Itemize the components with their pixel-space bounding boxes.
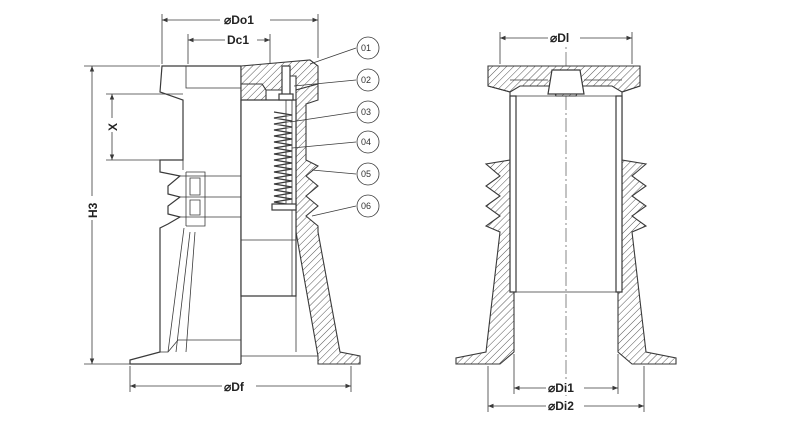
spring: [273, 111, 293, 206]
callouts: 01 02 03 04 05 06: [289, 36, 380, 218]
outer-wall-section: [295, 83, 361, 365]
right-view: [455, 30, 677, 398]
svg-text:05: 05: [361, 169, 371, 179]
dim-h3-label: H3: [86, 202, 100, 218]
dim-dl-label: ⌀Dl: [550, 31, 569, 45]
svg-text:06: 06: [361, 201, 371, 211]
svg-text:01: 01: [361, 43, 371, 53]
svg-text:04: 04: [361, 137, 371, 147]
dim-di2-label: ⌀Di2: [548, 399, 574, 413]
svg-text:02: 02: [361, 75, 371, 85]
svg-text:03: 03: [361, 107, 371, 117]
left-dimensions: ⌀Do1 Dc1 H3 X ⌀Df: [84, 12, 352, 394]
callout-03: [356, 100, 380, 124]
callout-06: [356, 194, 380, 218]
callout-02: [356, 68, 380, 92]
dim-do1-label: ⌀Do1: [224, 13, 254, 27]
right-dimensions: ⌀Dl ⌀Di1 ⌀Di2: [487, 30, 645, 413]
dim-di1-label: ⌀Di1: [548, 381, 574, 395]
right-left-wall: [455, 85, 515, 365]
cover-plate-section: [240, 83, 267, 101]
bolt: [271, 65, 297, 211]
left-view: [129, 59, 361, 365]
callout-04: [356, 130, 380, 154]
dim-x-label: X: [106, 123, 120, 131]
callout-05: [356, 162, 380, 186]
dim-df-label: ⌀Df: [224, 380, 245, 394]
left-exterior-outline: [129, 65, 241, 365]
dim-dc1-label: Dc1: [227, 33, 249, 47]
callout-01: [356, 36, 380, 60]
right-right-wall: [617, 85, 677, 365]
